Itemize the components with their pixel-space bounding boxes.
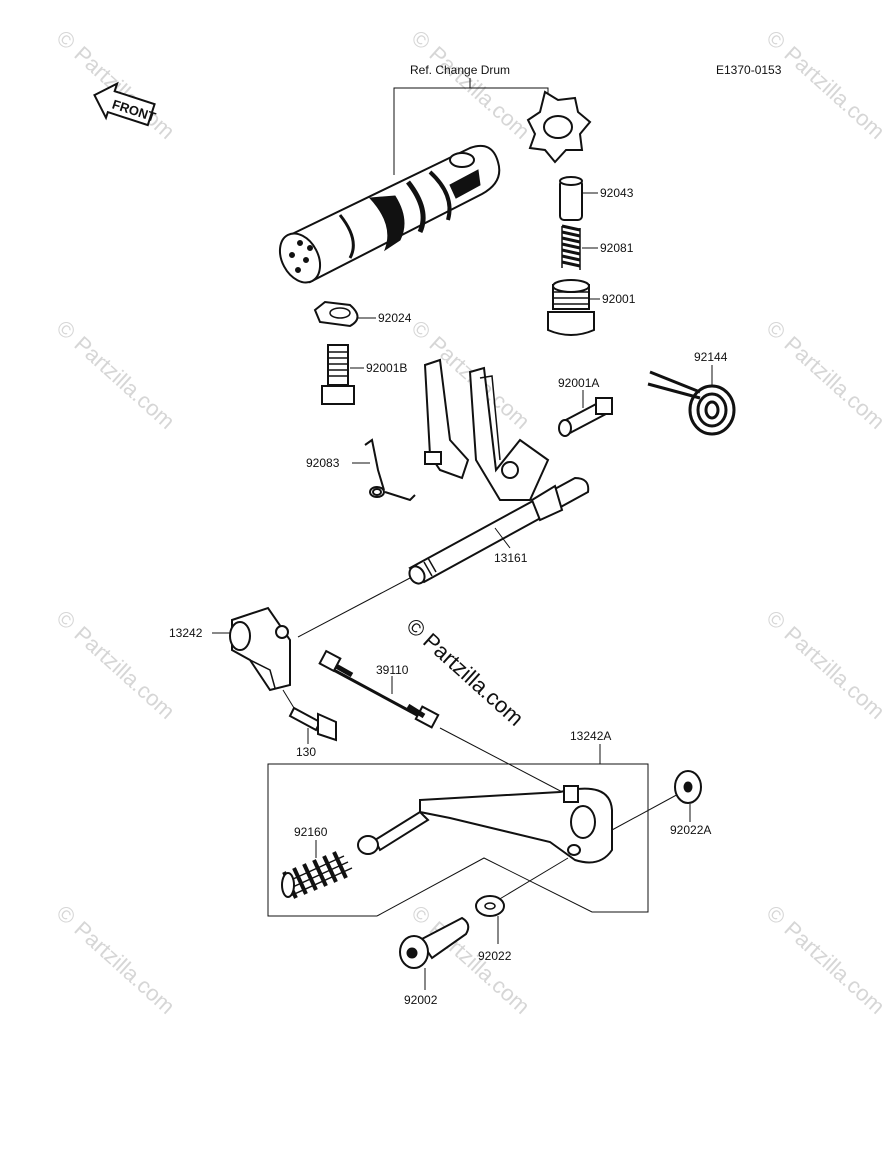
watermark-symbol: © bbox=[762, 900, 791, 929]
alignment-line-92022A bbox=[611, 791, 683, 831]
part-92022-washer bbox=[475, 895, 505, 917]
part-39110-rod bbox=[318, 649, 440, 729]
watermark-symbol: © bbox=[407, 25, 436, 54]
part-label-92083: 92083 bbox=[306, 456, 340, 470]
part-92002-bolt bbox=[399, 916, 470, 969]
watermark-text: Partzilla.com bbox=[779, 331, 889, 434]
part-label-92024: 92024 bbox=[378, 311, 412, 325]
part-92083-spring bbox=[364, 438, 416, 502]
part-92081-spring bbox=[561, 224, 581, 270]
star-cam-plate bbox=[526, 90, 592, 164]
watermark-symbol: © bbox=[52, 605, 81, 634]
front-arrow-icon bbox=[93, 81, 156, 127]
shift-pedal bbox=[357, 785, 613, 864]
part-92022A-washer bbox=[674, 770, 702, 804]
alignment-line-92022 bbox=[497, 857, 569, 901]
part-label-92043: 92043 bbox=[600, 186, 634, 200]
part-label-92001A: 92001A bbox=[558, 376, 599, 390]
bracket-13242A bbox=[267, 763, 649, 917]
part-92144-spring bbox=[647, 370, 736, 436]
part-92001B-bolt bbox=[321, 344, 355, 405]
part-label-92022A: 92022A bbox=[670, 823, 711, 837]
part-label-92081: 92081 bbox=[600, 241, 634, 255]
watermark-text: Partzilla.com bbox=[69, 621, 179, 724]
alignment-line-130 bbox=[282, 689, 295, 709]
part-label-92022: 92022 bbox=[478, 949, 512, 963]
part-label-92001B: 92001B bbox=[366, 361, 407, 375]
part-label-92001: 92001 bbox=[602, 292, 636, 306]
part-label-92160: 92160 bbox=[294, 825, 328, 839]
watermark-symbol: © bbox=[762, 25, 791, 54]
watermark-symbol: © bbox=[762, 605, 791, 634]
part-label-13242A: 13242A bbox=[570, 729, 611, 743]
watermark-symbol: © bbox=[407, 900, 436, 929]
part-92043-pin bbox=[559, 176, 583, 221]
watermark-text: Partzilla.com bbox=[69, 916, 179, 1019]
watermark-symbol: © bbox=[52, 25, 81, 54]
shift-plate-assembly bbox=[423, 358, 550, 501]
watermark-symbol: © bbox=[52, 900, 81, 929]
ref-change-drum-label: Ref. Change Drum bbox=[410, 63, 510, 77]
part-92001A-stud bbox=[558, 397, 613, 437]
watermark-text: Partzilla.com bbox=[69, 41, 179, 144]
part-label-92144: 92144 bbox=[694, 350, 728, 364]
part-13161-shaft bbox=[408, 476, 590, 585]
part-130-bolt bbox=[288, 706, 337, 742]
watermark-symbol: © bbox=[762, 315, 791, 344]
watermark-text: Partzilla.com bbox=[69, 331, 179, 434]
part-label-13242: 13242 bbox=[169, 626, 203, 640]
watermark-symbol: © bbox=[52, 315, 81, 344]
watermark-text: Partzilla.com bbox=[424, 41, 534, 144]
part-92024-washer bbox=[313, 300, 359, 328]
watermark-text: Partzilla.com bbox=[779, 621, 889, 724]
part-label-39110: 39110 bbox=[376, 663, 409, 677]
change-drum bbox=[278, 144, 501, 284]
part-92160-spring bbox=[281, 851, 353, 899]
watermark-text: Partzilla.com bbox=[779, 41, 889, 144]
leader-13161 bbox=[494, 527, 511, 549]
part-13242-lever bbox=[229, 606, 291, 692]
diagram-code: E1370-0153 bbox=[716, 63, 782, 77]
part-label-92002: 92002 bbox=[404, 993, 438, 1007]
alignment-line-shaft bbox=[297, 577, 411, 638]
alignment-line-rod bbox=[439, 727, 569, 796]
part-92001-plug bbox=[547, 279, 595, 336]
part-label-130: 130 bbox=[296, 745, 316, 759]
watermark-text: Partzilla.com bbox=[779, 916, 889, 1019]
part-label-13161: 13161 bbox=[494, 551, 528, 565]
